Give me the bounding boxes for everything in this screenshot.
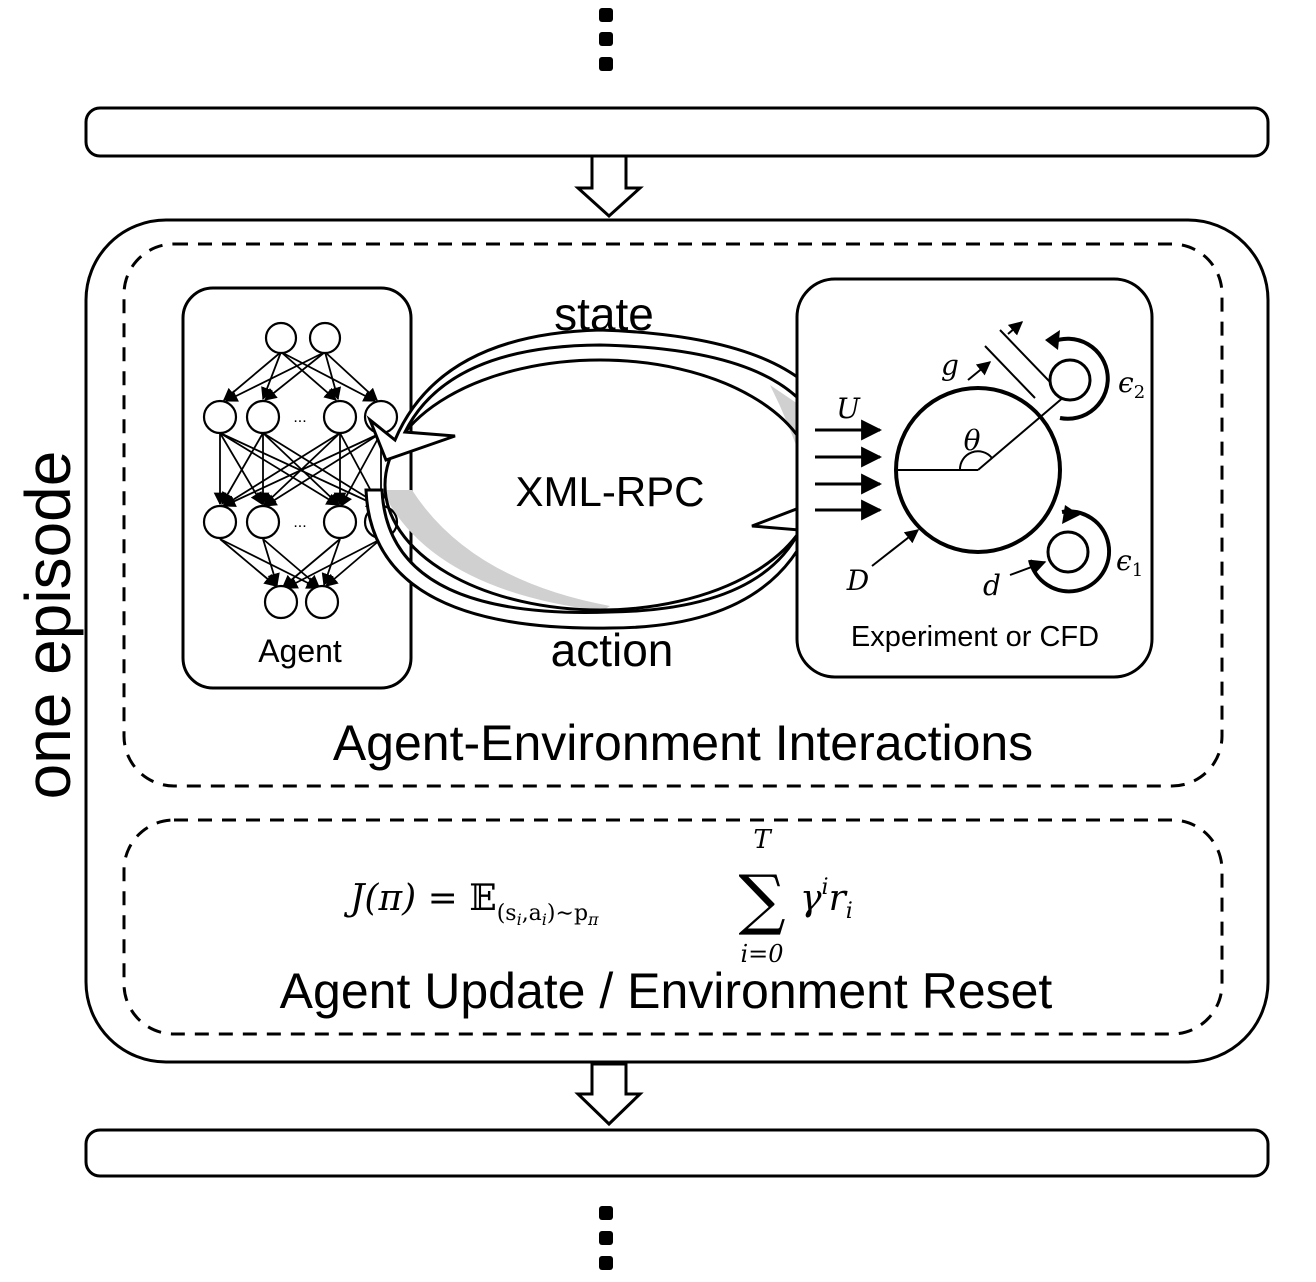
next-episode-bar — [84, 1128, 1270, 1178]
objective-formula: J(π) = 𝔼(si,ai)∼pπ ∑ T i=0 γiri — [343, 825, 853, 968]
environment-label: Experiment or CFD — [851, 621, 1099, 653]
agent-ellipsis-top: ... — [293, 409, 306, 426]
vertical-dots-bottom — [599, 1206, 613, 1270]
neural-network — [202, 321, 399, 620]
angle-symbol: θ — [964, 424, 981, 457]
velocity-symbol: U — [836, 392, 861, 425]
main-cylinder — [894, 386, 1073, 554]
rotation-rate-2-symbol: ϵ2 — [1118, 366, 1145, 403]
svg-text:∑: ∑ — [738, 861, 785, 938]
small-diameter-symbol: d — [983, 569, 1001, 602]
previous-episode-bar — [84, 106, 1270, 158]
protocol-label: XML-RPC — [515, 468, 704, 515]
control-cylinder-2 — [1045, 330, 1110, 421]
interactions-title: Agent-Environment Interactions — [333, 715, 1033, 771]
svg-text:i=0: i=0 — [740, 940, 783, 968]
agent-ellipsis-bottom: ... — [293, 514, 306, 531]
dimension-pointers — [871, 529, 1047, 576]
flow-arrows — [815, 419, 883, 521]
svg-text:T: T — [753, 825, 772, 855]
update-title: Agent Update / Environment Reset — [280, 963, 1053, 1019]
svg-text:J(π) = 𝔼(si,ai)∼pπ: J(π) = 𝔼(si,ai)∼pπ — [343, 878, 599, 929]
action-label: action — [551, 624, 674, 676]
agent-label: Agent — [258, 633, 342, 669]
state-label: state — [554, 288, 654, 340]
rotation-rate-1-symbol: ϵ1 — [1116, 544, 1143, 581]
vertical-dots-top — [599, 8, 613, 71]
interactions-box — [122, 242, 1224, 788]
down-arrow-bottom — [574, 1062, 644, 1127]
gap-indicator — [967, 321, 1051, 399]
down-arrow-top — [574, 154, 644, 219]
gap-symbol: g — [941, 349, 959, 382]
control-cylinder-1 — [1028, 505, 1111, 594]
episode-label: one episode — [12, 451, 84, 800]
main-diameter-symbol: D — [846, 564, 869, 597]
update-box — [122, 818, 1224, 1036]
svg-text:γiri: γiri — [800, 875, 853, 924]
agent-box — [181, 286, 413, 690]
